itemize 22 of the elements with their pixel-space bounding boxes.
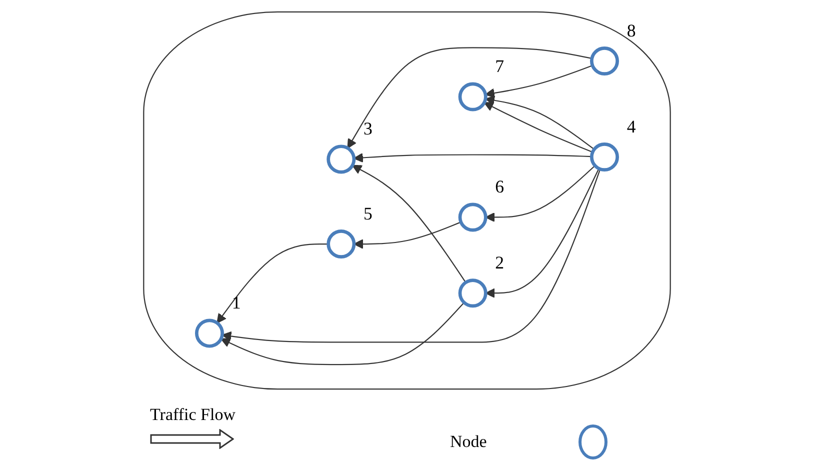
arrow bbox=[222, 168, 601, 342]
arrow bbox=[216, 242, 328, 323]
node-label: 6 bbox=[495, 178, 504, 197]
node-label: 4 bbox=[626, 117, 636, 136]
arrow bbox=[347, 46, 592, 148]
node-label: 5 bbox=[363, 204, 372, 224]
arrow bbox=[484, 102, 593, 152]
legend-label: Node bbox=[450, 432, 487, 452]
arrow bbox=[485, 164, 596, 222]
node-label: 1 bbox=[232, 294, 241, 313]
arrow bbox=[485, 168, 600, 298]
node-label: 2 bbox=[495, 254, 504, 273]
legend-label: Traffic Flow bbox=[150, 405, 236, 425]
arrow bbox=[354, 152, 592, 162]
arrow bbox=[485, 64, 593, 98]
arrow bbox=[485, 95, 595, 150]
node-label: 8 bbox=[626, 21, 636, 40]
arrow bbox=[220, 302, 465, 365]
arrow bbox=[354, 221, 462, 248]
arrow bbox=[352, 164, 466, 282]
node-label: 7 bbox=[495, 57, 504, 76]
node-label: 3 bbox=[363, 120, 372, 139]
